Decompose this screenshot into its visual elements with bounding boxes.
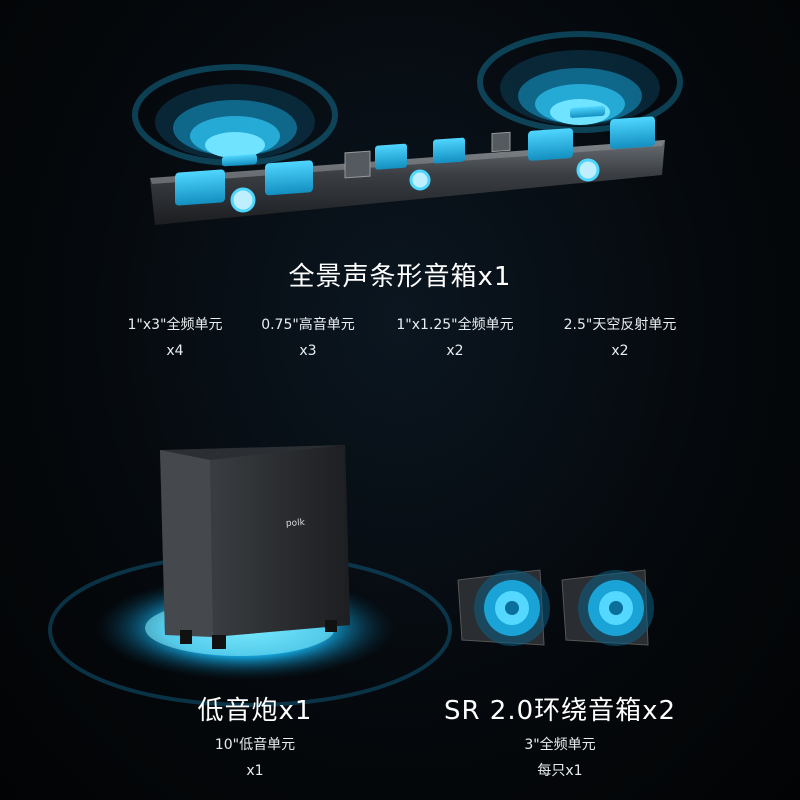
spec-label: 1"x3"全频单元 — [127, 317, 223, 333]
soundbar-body — [150, 105, 665, 225]
spec-label: 2.5"天空反射单元 — [563, 317, 677, 333]
soundbar-spec-2: 0.75"高音单元 x3 — [233, 312, 383, 364]
soundbar-spec-3: 1"x1.25"全频单元 x2 — [375, 312, 535, 364]
spec-qty: x2 — [446, 343, 464, 359]
surround-speaker-left — [457, 569, 550, 646]
subwoofer-spec: 10"低音单元 x1 — [180, 732, 330, 784]
soundbar-illustration — [132, 31, 683, 225]
spec-qty: x2 — [611, 343, 629, 359]
spec-qty: x3 — [299, 343, 317, 359]
subwoofer-brand-logo: polk — [286, 518, 306, 529]
surround-speakers-illustration — [457, 569, 654, 646]
spec-label: 0.75"高音单元 — [261, 317, 355, 333]
surround-spec: 3"全频单元 每只x1 — [485, 732, 635, 784]
spec-qty: x4 — [166, 343, 184, 359]
subwoofer-illustration: polk — [48, 445, 452, 707]
spec-label: 3"全频单元 — [524, 737, 596, 753]
spec-qty: 每只x1 — [537, 763, 583, 779]
surround-title: SR 2.0环绕音箱x2 — [443, 696, 677, 726]
spec-label: 10"低音单元 — [214, 737, 296, 753]
left-sound-wave-icon — [132, 64, 338, 166]
spec-label: 1"x1.25"全频单元 — [396, 317, 514, 333]
spec-qty: x1 — [246, 763, 264, 779]
surround-speaker-right — [561, 569, 654, 646]
soundbar-title: 全景声条形音箱x1 — [288, 262, 512, 292]
subwoofer-title: 低音炮x1 — [197, 696, 313, 726]
subwoofer-body — [160, 445, 350, 649]
soundbar-spec-4: 2.5"天空反射单元 x2 — [540, 312, 700, 364]
soundbar-spec-1: 1"x3"全频单元 x4 — [100, 312, 250, 364]
